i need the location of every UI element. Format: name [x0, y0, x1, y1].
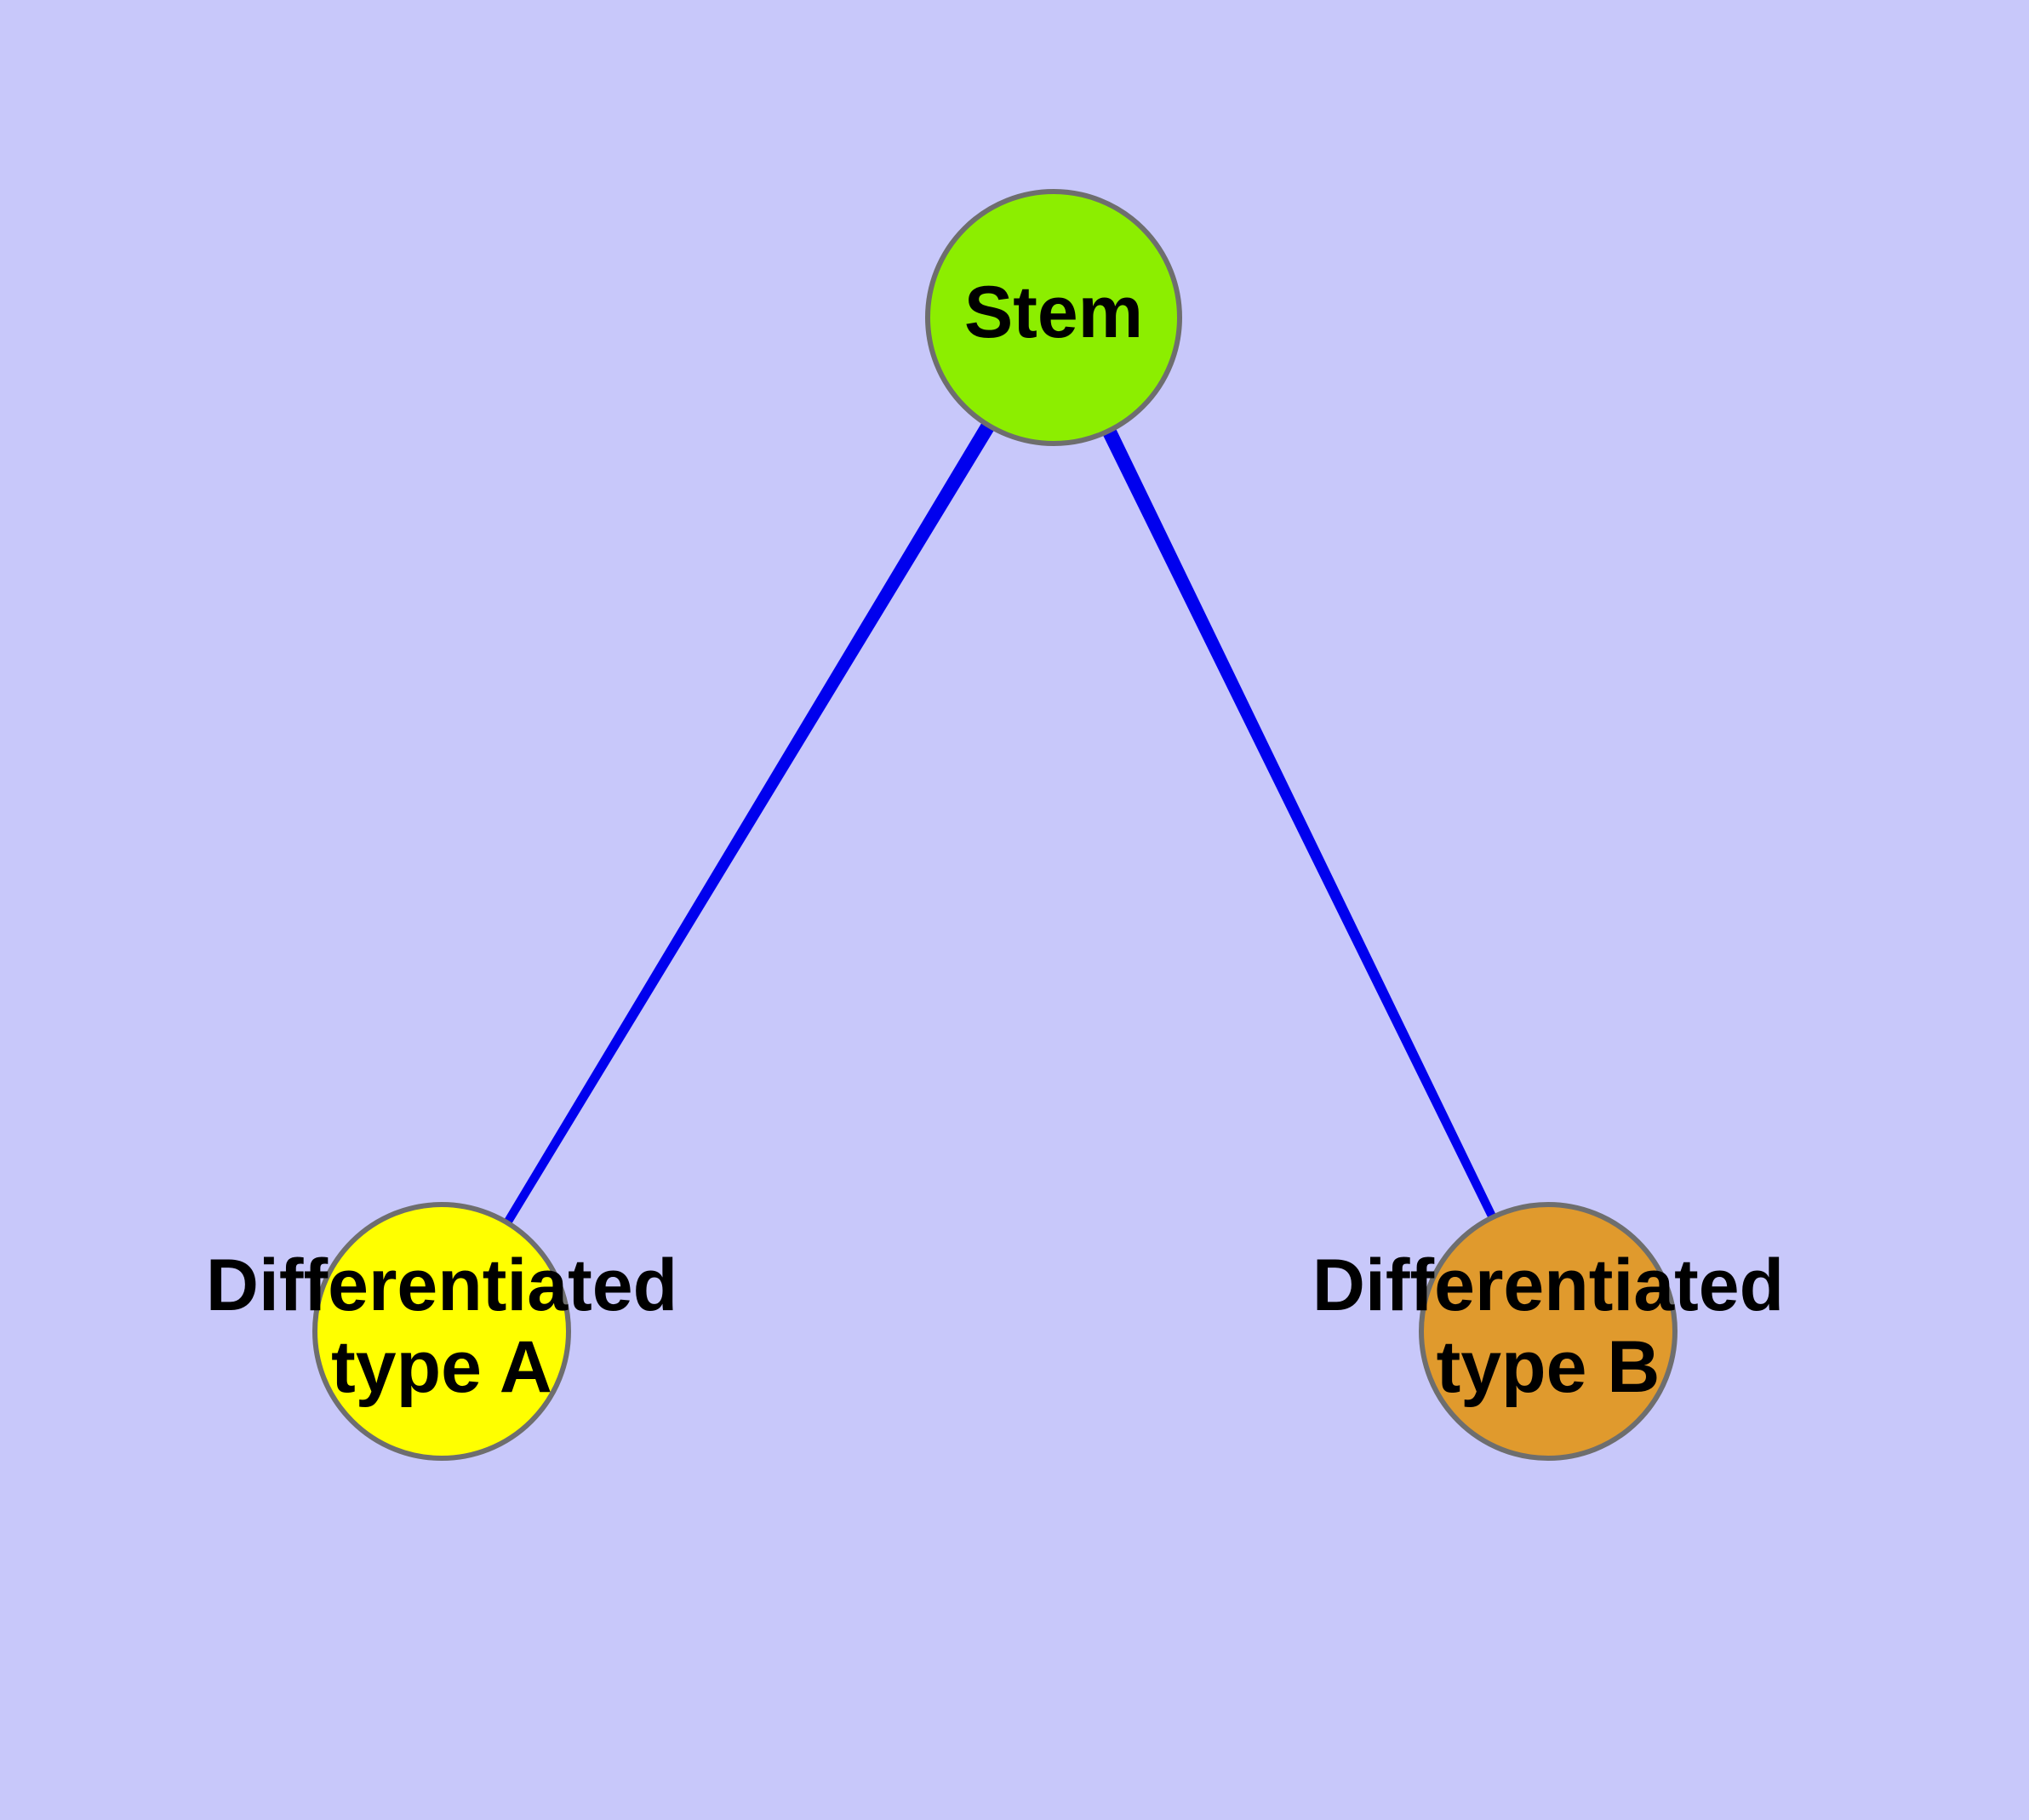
node-stem-label: Stem — [964, 272, 1143, 353]
label-line: Differentiated — [206, 1245, 677, 1326]
label-line: type B — [1437, 1326, 1660, 1408]
edge-stem-to-diff-a[interactable] — [501, 417, 997, 1228]
node-diff-a-circle[interactable] — [312, 1202, 571, 1461]
label-line: Stem — [964, 272, 1143, 353]
node-stem[interactable]: Stem — [925, 189, 1182, 446]
node-stem-circle[interactable] — [925, 189, 1182, 446]
edge-layer — [501, 417, 1498, 1228]
node-diff-b-circle[interactable] — [1419, 1202, 1677, 1461]
label-line: type A — [331, 1326, 552, 1408]
label-line: Differentiated — [1312, 1245, 1784, 1326]
edge-stem-to-diff-b[interactable] — [1100, 422, 1498, 1222]
